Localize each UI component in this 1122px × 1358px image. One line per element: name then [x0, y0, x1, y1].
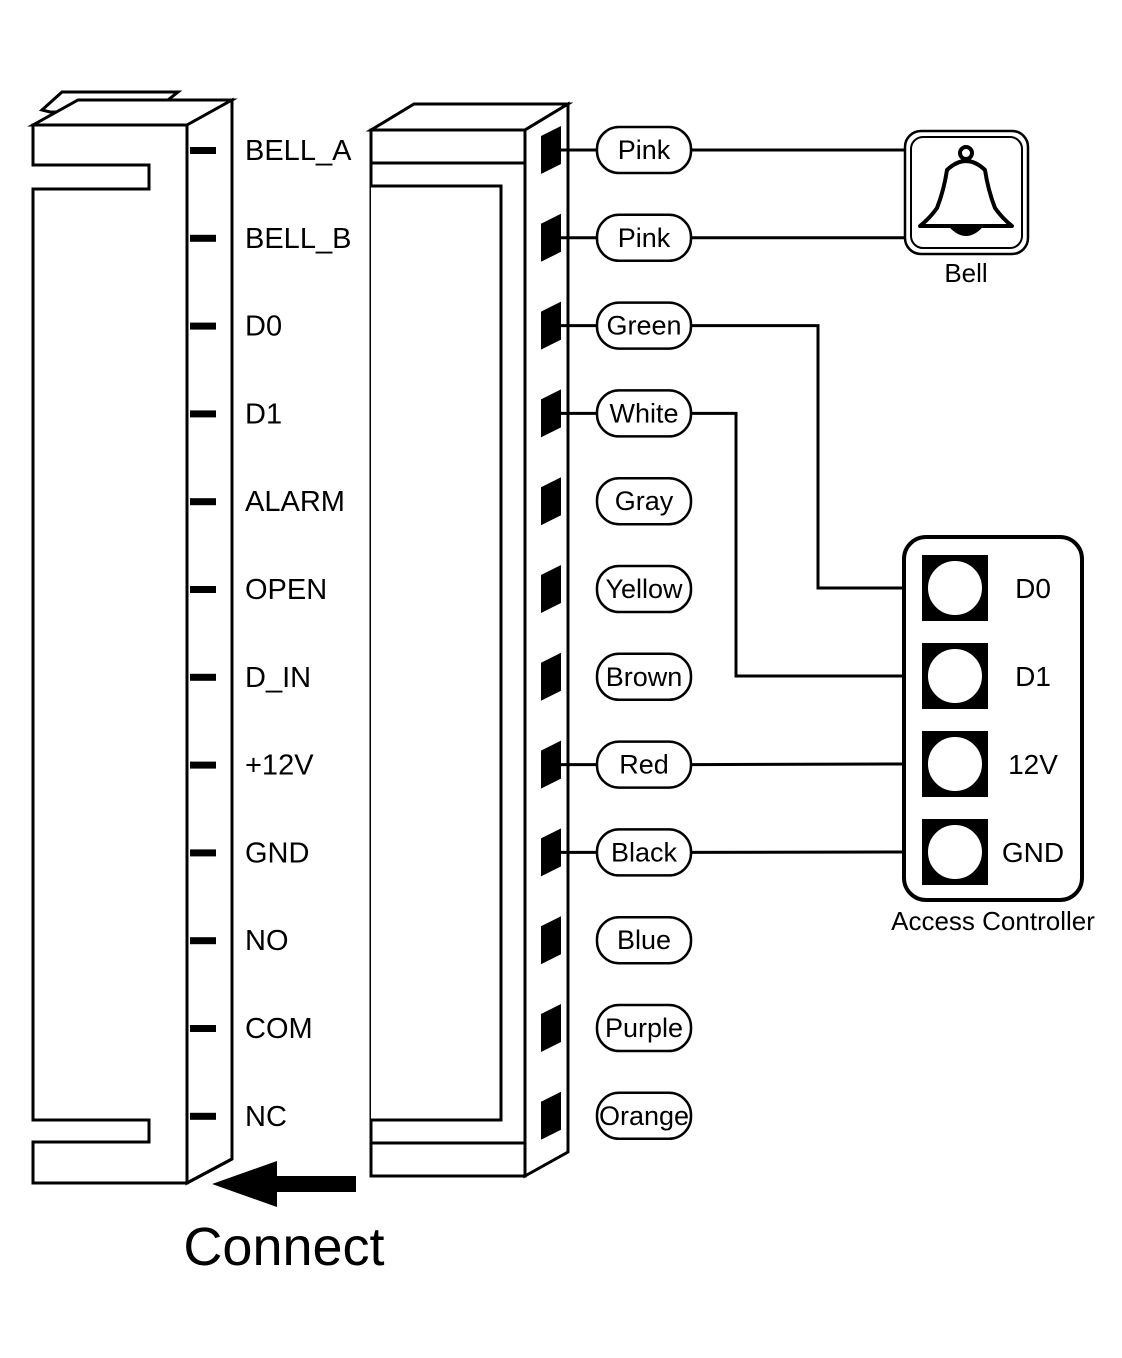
wire-color-brown: Brown	[606, 662, 683, 692]
wire-label-brown: Brown	[595, 652, 693, 702]
wires	[561, 148, 905, 854]
connect-arrow	[212, 1161, 356, 1207]
controller-terminal-label-gnd: GND	[1002, 837, 1064, 868]
pin-label-no: NO	[245, 925, 289, 957]
pin-tick-nc	[190, 1112, 216, 1120]
pin-tick-d1	[190, 410, 216, 418]
pin-tick-12v	[190, 761, 216, 769]
controller-terminal-12v: 12V	[922, 731, 1058, 797]
wire-12v	[690, 762, 905, 767]
wire-label-yellow: Yellow	[595, 564, 693, 614]
plug-pin-d1	[541, 389, 561, 438]
connect-label: Connect	[183, 1217, 384, 1277]
wire-label-black: Black	[595, 828, 693, 877]
wire-color-black: Black	[611, 837, 678, 867]
pin-tick-no	[190, 937, 216, 945]
controller-terminal-d0: D0	[922, 555, 1051, 621]
wire-label-pink: Pink	[595, 213, 693, 263]
plug-pin-alarm	[541, 477, 561, 526]
wire-label-red: Red	[595, 740, 693, 789]
pin-tick-d-in	[190, 673, 216, 681]
controller-terminal-label-d0: D0	[1015, 573, 1051, 604]
pin-label-com: COM	[245, 1013, 313, 1045]
plug-pin-gnd	[541, 828, 561, 877]
pin-tick-gnd	[190, 849, 216, 857]
wire-color-gray: Gray	[615, 486, 674, 516]
wire-label-gray: Gray	[595, 476, 693, 526]
wire-color-blue: Blue	[617, 925, 671, 955]
pin-tick-bell-a	[190, 147, 216, 154]
plug-pins	[541, 126, 561, 1140]
wire-d1	[691, 411, 904, 678]
plug-pin-nc	[541, 1091, 561, 1140]
controller-terminal-d1: D1	[922, 643, 1051, 709]
bell: Bell	[903, 129, 1030, 288]
pin-label-bell-b: BELL_B	[245, 223, 351, 255]
wire-color-green: Green	[606, 311, 681, 341]
pin-tick-open	[190, 586, 216, 593]
pin-tick-bell-b	[190, 234, 216, 242]
wire-label-pink: Pink	[595, 125, 693, 175]
plug-pin-open	[541, 565, 561, 613]
harness-plug	[365, 101, 574, 1179]
controller-terminal-label-12v: 12V	[1008, 749, 1058, 780]
wire-color-pink: Pink	[618, 223, 671, 253]
pin-tick-com	[190, 1025, 216, 1032]
pin-tick-d0	[190, 322, 216, 330]
wire-color-red: Red	[619, 750, 669, 780]
pin-ticks	[190, 147, 216, 1120]
pin-label-nc: NC	[245, 1101, 287, 1133]
wire-label-white: White	[595, 389, 693, 438]
plug-pin-d-in	[541, 652, 561, 701]
device-connector-block	[27, 90, 238, 1186]
pin-label-bell-a: BELL_A	[245, 135, 352, 167]
pin-label-12v: +12V	[245, 750, 314, 782]
bell-icon	[918, 145, 1014, 236]
wire-labels: PinkPinkGreenWhiteGrayYellowBrownRedBlac…	[595, 125, 693, 1141]
plug-pin-bell-a	[541, 126, 561, 174]
wire-color-yellow: Yellow	[605, 574, 683, 604]
plug-pin-no	[541, 916, 561, 965]
wire-d0	[691, 324, 904, 590]
wire-label-green: Green	[595, 301, 693, 350]
wire-color-white: White	[609, 398, 678, 428]
plug-pin-bell-b	[541, 213, 561, 262]
controller-caption: Access Controller	[891, 906, 1095, 936]
pin-label-d-in: D_IN	[245, 662, 311, 694]
plug-pin-d0	[541, 301, 561, 350]
wire-label-purple: Purple	[595, 1003, 693, 1053]
pin-label-open: OPEN	[245, 574, 327, 606]
wire-color-pink: Pink	[618, 135, 671, 165]
wire-color-orange: Orange	[599, 1101, 689, 1131]
controller-terminal-label-d1: D1	[1015, 661, 1051, 692]
wire-label-orange: Orange	[595, 1091, 693, 1141]
controller-terminal-gnd: GND	[922, 819, 1064, 885]
plug-pin-12v	[541, 740, 561, 789]
wire-label-blue: Blue	[595, 915, 693, 965]
pin-label-alarm: ALARM	[245, 486, 345, 518]
pin-label-d0: D0	[245, 311, 282, 343]
bell-caption: Bell	[944, 258, 987, 288]
pin-label-gnd: GND	[245, 837, 309, 869]
pin-label-d1: D1	[245, 398, 282, 430]
wire-color-purple: Purple	[605, 1013, 683, 1043]
pin-tick-alarm	[190, 498, 216, 506]
plug-pin-com	[541, 1004, 561, 1052]
